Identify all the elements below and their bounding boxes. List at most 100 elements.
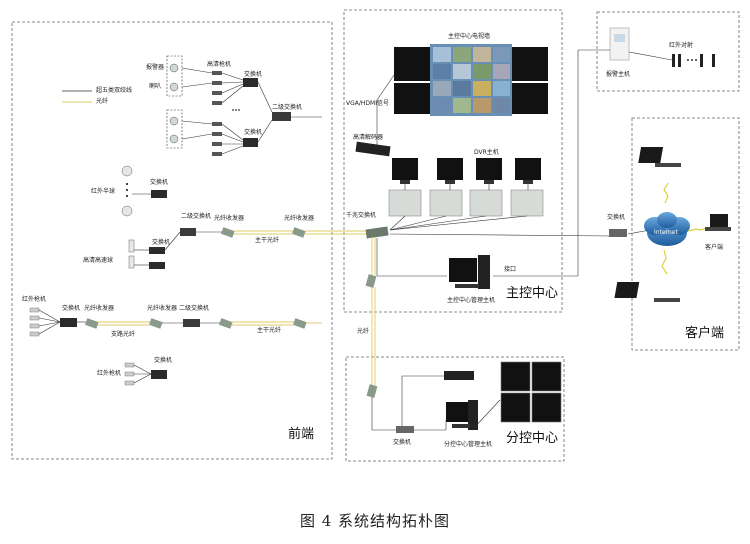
trunk-fiber-label: 主干光纤 [255, 237, 280, 244]
main-center-section-title: 主控中心 [506, 286, 559, 301]
main-center-cables [376, 49, 651, 277]
front-section-title: 前端 [288, 427, 315, 442]
probe-group-box-2 [166, 109, 183, 149]
client-switch-device [609, 229, 627, 237]
ir-gun-label: 红外枪机 [22, 296, 47, 303]
horn-label: 喇叭 [149, 83, 162, 90]
alarm-host-label: 报警主机 [606, 71, 631, 78]
alarm-cables [628, 51, 673, 61]
horn-icon [169, 82, 179, 92]
cable-lines-group-1 [181, 67, 322, 155]
fiber-down-label: 光纤 [357, 328, 370, 335]
alarm-dots [687, 59, 697, 61]
fiber-tx-3-label: 光纤收发器 [84, 305, 115, 312]
video-wall-label: 主控中心电视墙 [448, 33, 491, 40]
speed-dome-devices [128, 239, 135, 269]
ir-dome-label: 红外半球 [91, 188, 116, 195]
switch-a-device [243, 78, 258, 87]
sub-host-label: 分控中心管理主机 [444, 441, 493, 448]
trunk-fiber-lines [234, 230, 368, 235]
alarm-region [596, 11, 740, 92]
gig-switch-label: 千兆交换机 [346, 212, 377, 219]
horn-icon-2 [169, 134, 179, 144]
mgmt-host-label: 主控中心管理主机 [447, 297, 496, 304]
switch-ir-device [60, 318, 77, 327]
alarm-detectors [672, 54, 715, 67]
laptop-bottom [614, 282, 680, 302]
hd-decoder-label: 高清解码器 [353, 134, 384, 141]
ir-gun-column-2 [124, 362, 135, 386]
alarm-probe-label: 报警器 [146, 64, 165, 71]
branch-fiber-label: 支路光纤 [111, 331, 136, 338]
fiber-transceiver-3 [84, 318, 99, 329]
laptop-top [638, 147, 681, 167]
ir-dome-top-icon [121, 165, 133, 177]
hd-camera-column-1 [212, 71, 222, 156]
legend-cable-label: 超五类双绞线 [96, 87, 133, 94]
sub-center-region [345, 356, 565, 462]
sub-switch-device [396, 426, 414, 433]
sub-host [446, 400, 478, 430]
speed-dome-label: 高清高速球 [83, 257, 114, 264]
switch-l2-c-label: 二级交换机 [179, 305, 210, 312]
switch-dome-label: 交换机 [150, 179, 169, 186]
ir-gun-column [29, 307, 40, 337]
hd-camera-label: 高清枪机 [207, 61, 232, 68]
vga-signal-label: VGA/HDMI信号 [346, 100, 389, 107]
fiber-transceiver-4 [148, 318, 163, 329]
trunk-fiber-2-label: 主干光纤 [257, 327, 282, 334]
interface-label: 接口 [504, 266, 517, 273]
fiber-tx-4-label: 光纤收发器 [147, 305, 178, 312]
switch-l2-b-label: 二级交换机 [181, 213, 212, 220]
dvr-host-label: DVR主机 [474, 149, 499, 156]
laptop-right [705, 214, 731, 231]
alarm-host-device [609, 27, 630, 61]
ir-dome-bottom-icon [121, 205, 133, 217]
branch-fiber-lines [98, 321, 322, 326]
switch-l2-device [272, 112, 291, 121]
cable-lines-group-5 [133, 364, 152, 384]
sub-center-section-title: 分控中心 [506, 431, 559, 446]
sub-decoder-device [444, 371, 474, 380]
ir-gun-2-label: 红外枪机 [97, 370, 122, 377]
legend-fiber-label: 光纤 [96, 98, 109, 105]
probe-group-box [166, 55, 183, 97]
switch-ir-2-label: 交换机 [154, 357, 173, 364]
fiber-transceiver-main [365, 274, 377, 288]
switch-b-label: 交换机 [244, 129, 263, 136]
switch-ir-2-device [151, 370, 167, 379]
fiber-transceiver-6 [292, 318, 307, 329]
hd-decoder-device [355, 141, 391, 157]
dots-group-2 [125, 182, 129, 198]
alarm-detector-label: 红外对射 [669, 42, 694, 49]
internet-label: Internet [654, 229, 678, 236]
alarm-probe-icon-2 [169, 116, 179, 126]
fiber-to-sub [371, 237, 376, 385]
alarm-probe-icon [169, 63, 179, 73]
sub-video-wall [500, 361, 562, 423]
sub-switch-label: 交换机 [393, 439, 412, 446]
internet-cloud [644, 212, 690, 246]
fiber-transceiver-1 [220, 227, 235, 238]
client-switch-label: 交换机 [607, 214, 626, 221]
vga-line [376, 74, 395, 101]
switch-sd-device-1 [149, 247, 165, 254]
cable-lines-group-3 [134, 231, 222, 266]
fiber-transceiver-2 [291, 227, 306, 238]
switch-l2-b-device [180, 228, 196, 236]
dots-group-1 [232, 109, 240, 111]
cable-lines-group-4 [38, 309, 220, 335]
figure-caption: 图 4 系统结构拓朴图 [299, 512, 451, 530]
dvr-monitors [392, 158, 541, 184]
fiber-tx-1-label: 光纤收发器 [214, 215, 245, 222]
dvr-hosts [388, 189, 544, 217]
sub-center-cables [371, 375, 501, 431]
client-pc-label: 客户端 [705, 244, 724, 251]
switch-l2-c-device [183, 319, 200, 327]
client-section-title: 客户端 [685, 326, 725, 341]
front-region [11, 21, 333, 460]
switch-sd-label: 交换机 [152, 239, 171, 246]
fiber-transceiver-5 [218, 318, 233, 329]
fiber-transceiver-sub [366, 384, 378, 398]
